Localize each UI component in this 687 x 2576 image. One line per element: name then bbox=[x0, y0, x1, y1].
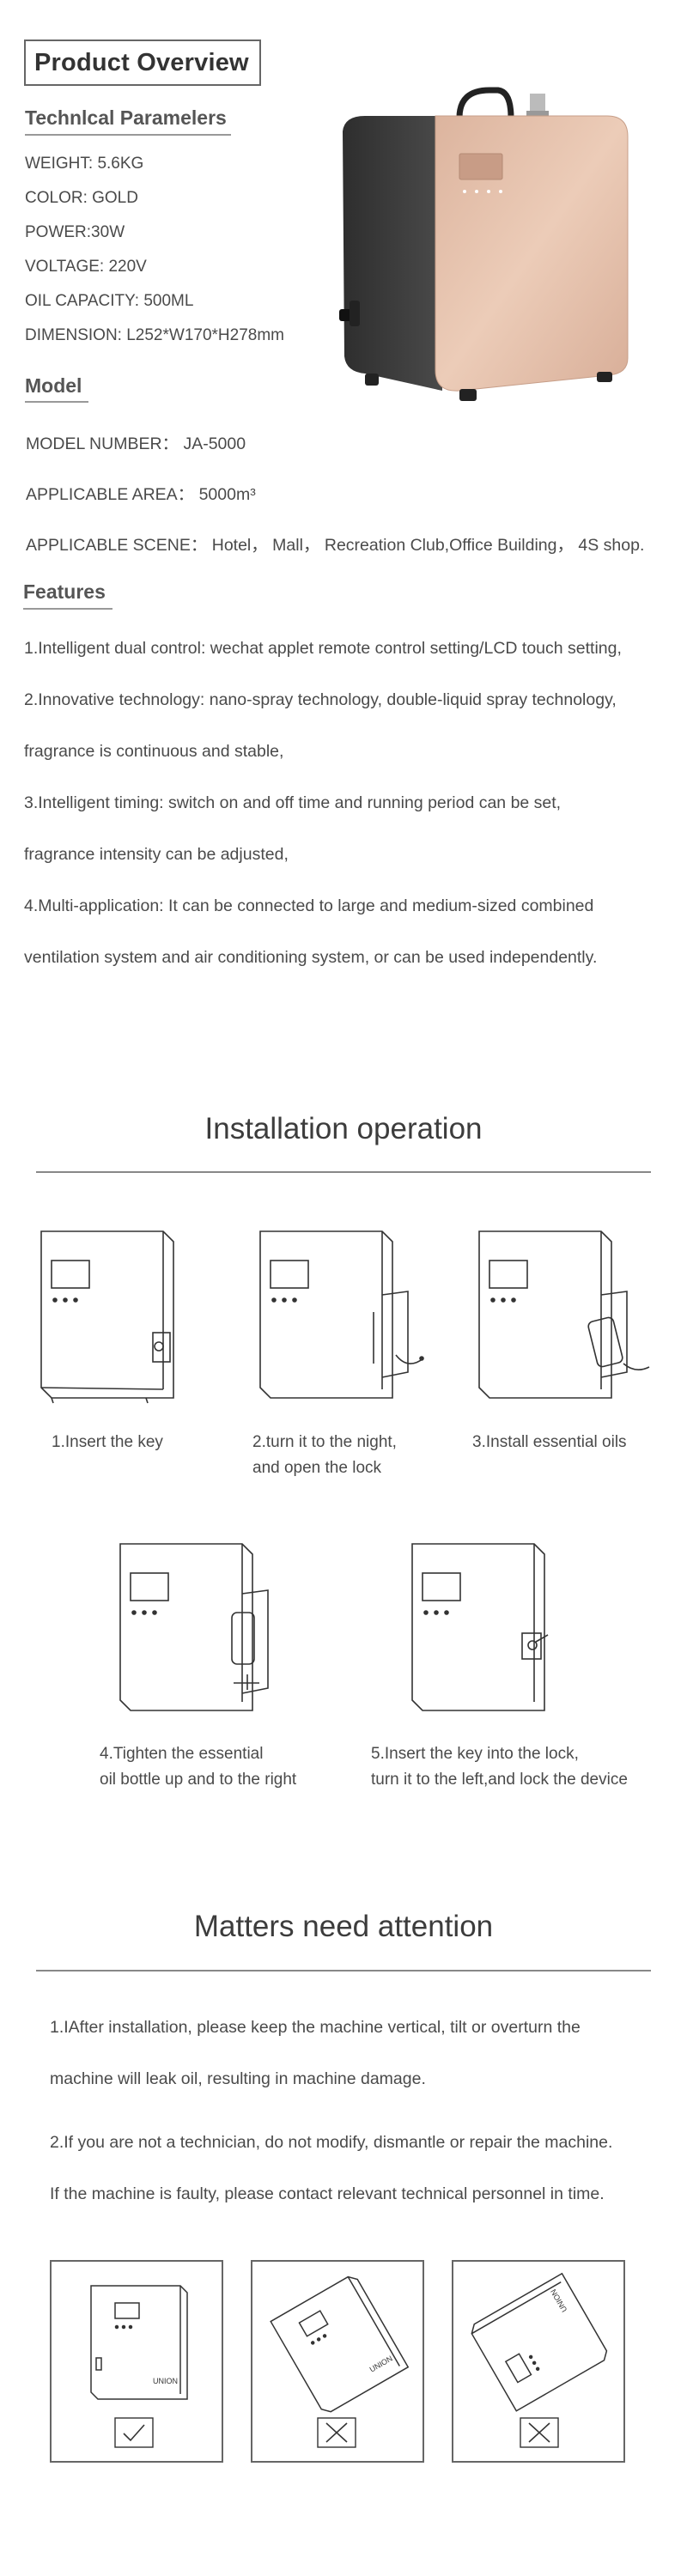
step-2-line-2: and open the lock bbox=[252, 1459, 382, 1477]
step-5-line-2: turn it to the left,and lock the device bbox=[371, 1771, 628, 1789]
model-number: MODEL NUMBER： JA-5000 bbox=[26, 434, 246, 453]
spec-power: POWER:30W bbox=[25, 223, 125, 241]
check-mark-icon bbox=[123, 2424, 145, 2442]
page-title: Product Overview bbox=[34, 49, 249, 76]
feature-line: ventilation system and air conditioning … bbox=[24, 948, 598, 967]
technical-heading: Technlcal Paramelers bbox=[25, 106, 227, 129]
step-3-line-1: 3.Install essential oils bbox=[472, 1433, 627, 1451]
step-4-line-2: oil bottle up and to the right bbox=[100, 1771, 297, 1789]
attention-divider bbox=[36, 1970, 651, 1971]
features-heading: Features bbox=[23, 580, 106, 603]
step-5-illustration bbox=[405, 1539, 577, 1719]
model-underline bbox=[25, 401, 88, 403]
attention-line: 2.If you are not a technician, do not mo… bbox=[50, 2133, 613, 2152]
feature-line: fragrance intensity can be adjusted, bbox=[24, 845, 289, 864]
spec-dimension: DIMENSION: L252*W170*H278mm bbox=[25, 326, 284, 344]
step-4-caption: 4.Tighten the essential oil bottle up an… bbox=[100, 1741, 296, 1793]
installation-divider bbox=[36, 1171, 651, 1173]
step-5-line-1: 5.Insert the key into the lock, bbox=[371, 1745, 579, 1763]
product-photo bbox=[339, 82, 635, 408]
model-scene: APPLICABLE SCENE： Hotel， Mall， Recreatio… bbox=[26, 536, 645, 555]
step-3-caption: 3.Install essential oils bbox=[472, 1430, 627, 1455]
installation-heading: Installation operation bbox=[204, 1112, 483, 1145]
technical-underline bbox=[25, 134, 231, 136]
attention-line: If the machine is faulty, please contact… bbox=[50, 2184, 605, 2203]
brand-logo: UNION bbox=[153, 2377, 178, 2385]
feature-line: 1.Intelligent dual control: wechat apple… bbox=[24, 639, 622, 658]
orientation-upright-frame: UNION bbox=[50, 2260, 223, 2463]
step-2-illustration bbox=[253, 1226, 425, 1406]
page-title-box: Product Overview bbox=[24, 39, 261, 86]
step-1-line-1: 1.Insert the key bbox=[52, 1433, 163, 1451]
step-4-illustration bbox=[113, 1539, 285, 1719]
step-1-caption: 1.Insert the key bbox=[52, 1430, 163, 1455]
feature-line: 4.Multi-application: It can be connected… bbox=[24, 896, 594, 915]
features-underline bbox=[23, 608, 112, 610]
spec-oil-capacity: OIL CAPACITY: 500ML bbox=[25, 292, 194, 310]
feature-line: fragrance is continuous and stable, bbox=[24, 742, 284, 761]
cross-mark-icon bbox=[528, 2422, 550, 2443]
attention-heading: Matters need attention bbox=[193, 1910, 494, 1943]
cross-mark-icon bbox=[325, 2422, 348, 2443]
step-5-caption: 5.Insert the key into the lock, turn it … bbox=[371, 1741, 628, 1793]
step-3-illustration bbox=[472, 1226, 653, 1406]
model-heading: Model bbox=[25, 374, 82, 397]
brand-logo: UNION bbox=[549, 2287, 568, 2313]
step-2-caption: 2.turn it to the night, and open the loc… bbox=[252, 1430, 397, 1481]
step-1-illustration bbox=[34, 1226, 180, 1406]
feature-line: 3.Intelligent timing: switch on and off … bbox=[24, 793, 562, 812]
attention-line: 1.IAfter installation, please keep the m… bbox=[50, 2018, 581, 2037]
spec-voltage: VOLTAGE: 220V bbox=[25, 258, 147, 276]
orientation-tilted-frame: UNION bbox=[251, 2260, 424, 2463]
spec-color: COLOR: GOLD bbox=[25, 189, 138, 207]
model-area: APPLICABLE AREA： 5000m³ bbox=[26, 485, 256, 504]
attention-line: machine will leak oil, resulting in mach… bbox=[50, 2069, 426, 2088]
spec-weight: WEIGHT: 5.6KG bbox=[25, 155, 144, 173]
orientation-overturned-frame: UNION bbox=[452, 2260, 625, 2463]
brand-logo: UNION bbox=[368, 2354, 394, 2373]
step-4-line-1: 4.Tighten the essential bbox=[100, 1745, 264, 1763]
feature-line: 2.Innovative technology: nano-spray tech… bbox=[24, 690, 617, 709]
step-2-line-1: 2.turn it to the night, bbox=[252, 1433, 397, 1451]
